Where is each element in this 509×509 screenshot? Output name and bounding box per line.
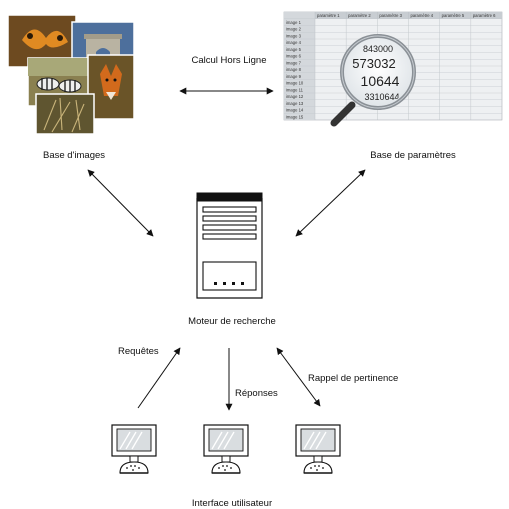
- table-row-label: image 8: [286, 67, 302, 72]
- photo-grass: [35, 93, 95, 135]
- monitor-icon: [295, 424, 341, 474]
- label-search-engine: Moteur de recherche: [188, 316, 276, 327]
- table-row-label: image 7: [286, 60, 302, 65]
- arrow-params-engine: [295, 169, 366, 237]
- table-header: paramètre 5: [442, 13, 465, 18]
- magnified-value: 843000: [363, 44, 393, 54]
- magnified-value: 10644: [361, 73, 400, 89]
- table-header: paramètre 2: [348, 13, 371, 18]
- table-row-label: image 14: [286, 108, 304, 113]
- table-row-label: image 9: [286, 74, 302, 79]
- table-row-label: image 15: [286, 114, 304, 119]
- magnified-value: 573032: [352, 56, 395, 71]
- monitor-icon: [203, 424, 249, 474]
- table-row-label: image 2: [286, 27, 302, 32]
- label-queries: Requêtes: [118, 346, 159, 357]
- arrow-images-engine: [87, 169, 154, 237]
- arrow-feedback: [276, 347, 321, 407]
- table-header: paramètre 6: [473, 13, 496, 18]
- table-row-label: image 11: [286, 87, 304, 92]
- table-row-label: image 12: [286, 94, 304, 99]
- label-responses: Réponses: [235, 388, 278, 399]
- monitor-icon: [111, 424, 157, 474]
- table-header: paramètre 4: [411, 13, 434, 18]
- table-row-label: image 4: [286, 40, 302, 45]
- label-user-interface: Interface utilisateur: [191, 498, 273, 509]
- table-row-label: image 10: [286, 81, 304, 86]
- table-row-label: image 13: [286, 101, 304, 106]
- label-image-base: Base d'images: [42, 150, 106, 161]
- table-text: paramètre 1 paramètre 2 paramètre 3 paramèt…: [286, 13, 496, 119]
- table-row-label: image 1: [286, 20, 302, 25]
- photo-fox: [87, 54, 135, 120]
- label-offline: Calcul Hors Ligne: [191, 55, 267, 66]
- table-header: paramètre 1: [317, 13, 340, 18]
- image-collage: [7, 14, 135, 135]
- arrow-queries: [137, 347, 181, 409]
- table-row-label: image 3: [286, 33, 302, 38]
- table-header: paramètre 3: [379, 13, 402, 18]
- label-relevance-feedback: Rappel de pertinence: [308, 373, 399, 384]
- parameter-table: paramètre 1 paramètre 2 paramètre 3 paramèt…: [283, 11, 503, 127]
- label-parameter-base: Base de paramètres: [370, 150, 456, 161]
- magnifier-icon: 8430005730321064433106442846: [330, 34, 416, 127]
- magnified-value: 3310644: [364, 92, 399, 102]
- table-row-label: image 6: [286, 54, 302, 59]
- table-row-label: image 5: [286, 47, 302, 52]
- server-icon: [196, 192, 263, 299]
